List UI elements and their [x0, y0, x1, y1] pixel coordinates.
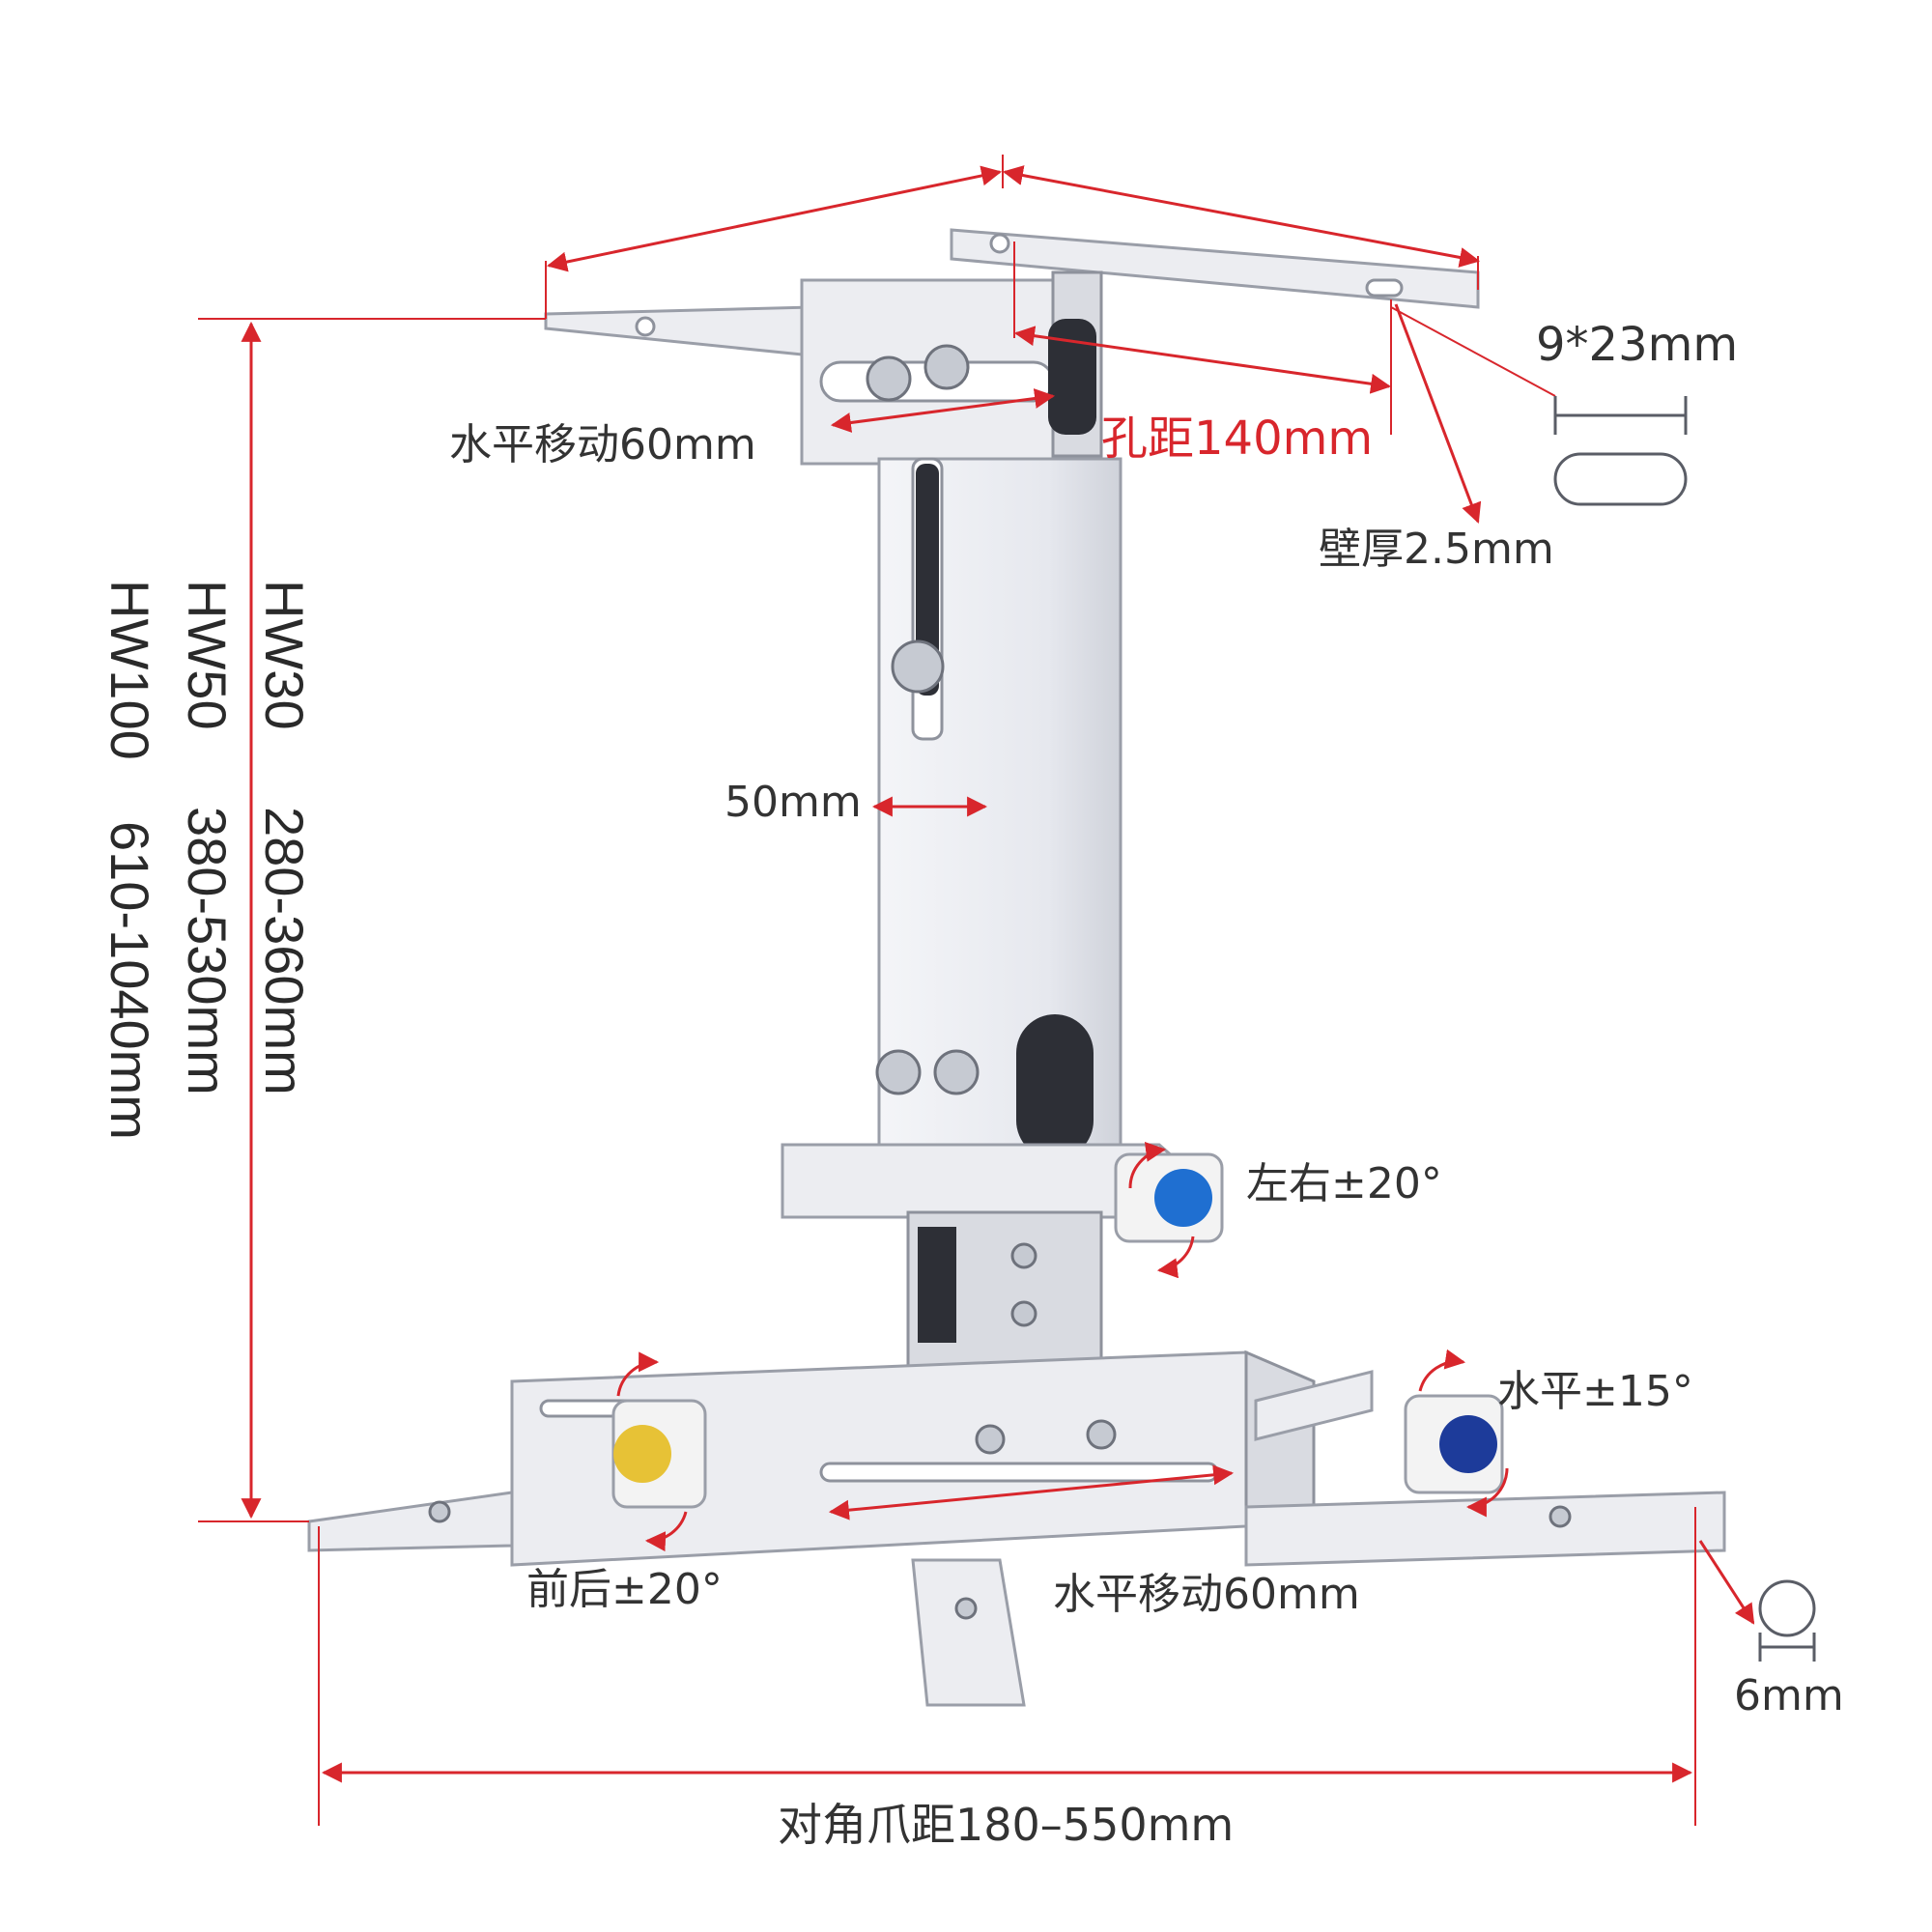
wall-thickness-label: 壁厚2.5mm — [1319, 525, 1554, 574]
top-bolt-1 — [866, 355, 912, 402]
claw-arm-front — [911, 1558, 1026, 1707]
labels: 9*23mm 水平移动60mm 孔距140mm 壁厚2.5mm 50mm 左右±… — [449, 318, 1844, 1851]
claw-span-label: 对角爪距180–550mm — [778, 1799, 1234, 1851]
slot-hole-detail — [1553, 396, 1688, 506]
model-hw50: HW50 — [177, 580, 238, 730]
dimension-lines — [198, 155, 1755, 1826]
tube-lock-knob — [891, 639, 945, 694]
horizontal-move-bottom-label: 水平移动60mm — [1053, 1570, 1360, 1619]
claw-hole-label: 6mm — [1734, 1671, 1844, 1720]
model-hw100: HW100 — [99, 580, 160, 760]
range-hw50: 380-530mm — [177, 807, 238, 1095]
claw-arm-right — [1244, 1491, 1726, 1567]
claw-arm-back — [1254, 1370, 1374, 1441]
range-hw100: 610-1040mm — [99, 821, 160, 1140]
hole-size-label: 9*23mm — [1536, 318, 1738, 372]
model-hw30: HW30 — [254, 580, 315, 730]
left-right-tilt-label: 左右±20° — [1246, 1159, 1442, 1208]
level-tilt-label: 水平±15° — [1497, 1367, 1693, 1416]
horizontal-move-top-label: 水平移动60mm — [449, 420, 756, 469]
front-back-tilt-label: 前后±20° — [526, 1565, 723, 1614]
knob-level — [1404, 1394, 1504, 1494]
top-bolt-2 — [923, 344, 970, 390]
round-hole-detail — [1758, 1579, 1816, 1662]
hole-distance-label: 孔距140mm — [1101, 412, 1373, 466]
knob-front-back — [611, 1399, 707, 1509]
range-hw30: 280-360mm — [254, 807, 315, 1095]
ceiling-plate-left-arm — [544, 305, 813, 357]
claw-arm-left — [307, 1491, 514, 1552]
model-height-specs: HW30 280-360mm HW50 380-530mm HW100 610-… — [99, 580, 315, 1140]
tube-width-label: 50mm — [724, 778, 862, 827]
knob-left-right — [1114, 1152, 1224, 1243]
